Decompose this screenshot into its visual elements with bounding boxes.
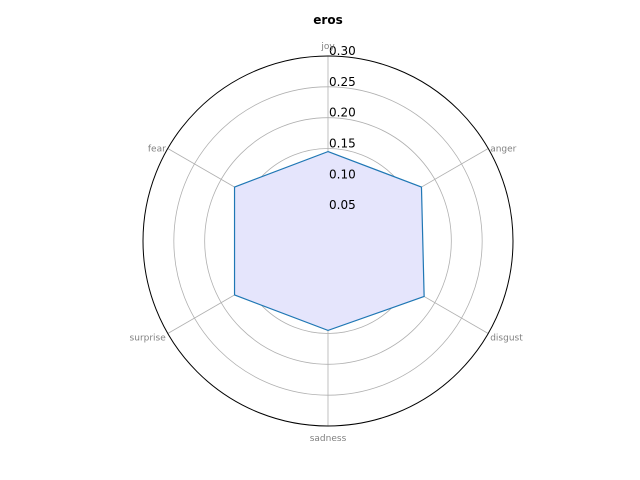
category-label-sadness: sadness xyxy=(310,434,347,444)
r-tick-label-5: 0.30 xyxy=(329,44,356,58)
series-line-0 xyxy=(233,150,425,332)
series-fill-0 xyxy=(234,151,425,331)
r-tick-label-4: 0.25 xyxy=(329,75,356,89)
outer-frame-circle xyxy=(142,55,514,427)
r-tick-label-2: 0.15 xyxy=(329,137,356,151)
tick-layer: 0.05 0.10 0.15 0.20 0.25 0.30 xyxy=(329,44,356,212)
category-label-joy: joy xyxy=(320,42,335,52)
category-layer: joy anger disgust sadness surprise fear xyxy=(130,42,524,444)
data-layer xyxy=(233,150,425,332)
chart-title: eros xyxy=(313,13,342,27)
category-label-disgust: disgust xyxy=(490,334,523,344)
r-tick-label-3: 0.20 xyxy=(329,106,356,120)
r-tick-label-1: 0.10 xyxy=(329,167,356,181)
category-label-fear: fear xyxy=(148,145,166,155)
category-label-anger: anger xyxy=(490,145,516,155)
r-tick-label-0: 0.05 xyxy=(329,198,356,212)
category-label-surprise: surprise xyxy=(130,334,167,344)
